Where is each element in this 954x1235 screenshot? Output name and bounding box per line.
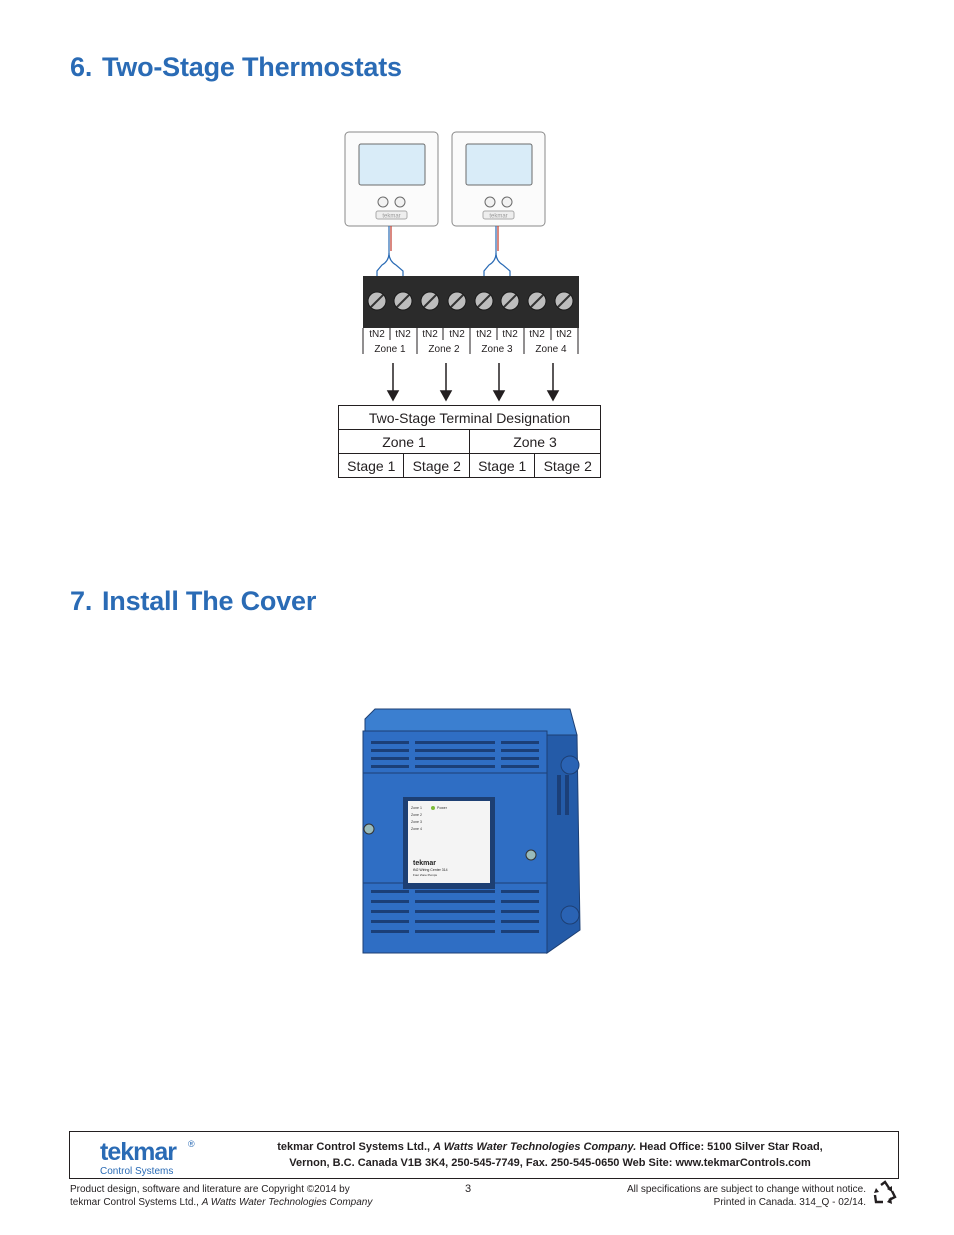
- terminal-label: tN2: [369, 329, 385, 340]
- zone-label: Zone 2: [428, 344, 460, 355]
- footer-address-line-1: tekmar Control Systems Ltd., A Watts Wat…: [277, 1141, 823, 1153]
- terminal-label: tN2: [529, 329, 545, 340]
- terminal-label: tN2: [556, 329, 572, 340]
- section-number: 6.: [70, 52, 93, 82]
- footer-box: tekmar ® Control Systems tekmar Control …: [69, 1131, 899, 1179]
- terminal-label: tN2: [502, 329, 518, 340]
- section-7-heading: 7. Install The Cover: [70, 586, 316, 617]
- wiring-diagram: tekmar tekmar: [344, 131, 579, 355]
- table-stage: Stage 1: [337, 453, 405, 478]
- section-title: Install The Cover: [102, 586, 317, 616]
- recycle-icon: [873, 1180, 897, 1204]
- tekmar-logo: tekmar ® Control Systems: [100, 1138, 195, 1177]
- svg-text:Zone 3: Zone 3: [411, 820, 422, 824]
- svg-text:Four Zone Pumps: Four Zone Pumps: [413, 873, 438, 877]
- zone-label: Zone 1: [374, 344, 406, 355]
- svg-text:Zone 1: Zone 1: [411, 806, 422, 810]
- table-stage: Stage 2: [403, 453, 470, 478]
- terminal-label: tN2: [395, 329, 411, 340]
- terminal-label: tN2: [422, 329, 438, 340]
- svg-text:tN2 Wiring Center 314: tN2 Wiring Center 314: [413, 868, 448, 872]
- terminal-block: tN2 tN2 tN2 tN2 tN2 tN2 tN2 tN2 Zone 1 Z…: [362, 276, 579, 355]
- spec-notice: All specifications are subject to change…: [626, 1184, 866, 1208]
- thermostat-2: tekmar: [451, 131, 546, 227]
- terminal-label: tN2: [476, 329, 492, 340]
- section-title: Two-Stage Thermostats: [102, 52, 402, 82]
- wires: [376, 226, 511, 281]
- svg-text:Power: Power: [437, 806, 448, 810]
- table-zone: Zone 1: [338, 429, 470, 454]
- svg-text:tekmar: tekmar: [489, 214, 507, 220]
- table-zone: Zone 3: [468, 429, 602, 454]
- zone-label: Zone 3: [481, 344, 513, 355]
- section-number: 7.: [70, 586, 93, 616]
- zone-label: Zone 4: [535, 344, 567, 355]
- section-6-heading: 6. Two-Stage Thermostats: [70, 52, 402, 83]
- table-stage: Stage 1: [468, 453, 536, 478]
- copyright-notice: Product design, software and literature …: [70, 1184, 373, 1208]
- svg-text:Zone 4: Zone 4: [411, 827, 422, 831]
- svg-text:Zone 2: Zone 2: [411, 813, 422, 817]
- page-number: 3: [465, 1183, 472, 1195]
- table-title: Two-Stage Terminal Designation: [338, 405, 601, 430]
- table-stage: Stage 2: [534, 453, 601, 478]
- svg-text:tekmar: tekmar: [413, 860, 436, 867]
- thermostat-1: tekmar: [344, 131, 439, 227]
- terminal-label: tN2: [449, 329, 465, 340]
- footer-address-line-2: Vernon, B.C. Canada V1B 3K4, 250-545-774…: [289, 1157, 811, 1169]
- svg-text:tekmar: tekmar: [382, 214, 400, 220]
- designation-arrows: [386, 363, 560, 402]
- wiring-center-device: Zone 1 Zone 2 Zone 3 Zone 4 Power tekmar…: [362, 708, 581, 954]
